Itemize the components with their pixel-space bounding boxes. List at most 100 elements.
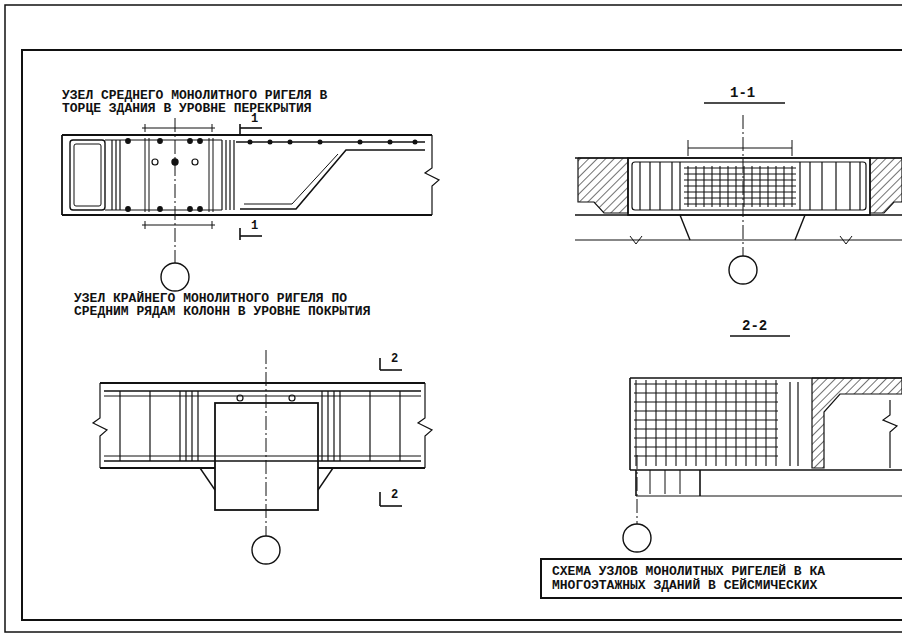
slab-hatch: [578, 158, 628, 213]
stirrup: [789, 382, 790, 466]
dim-tick: [212, 221, 213, 229]
section-mark: [240, 235, 262, 237]
mesh-bar: [634, 410, 778, 411]
stirrup: [197, 391, 198, 461]
beam-edge: [100, 382, 425, 384]
bolt-hole: [152, 159, 158, 165]
rebar: [104, 460, 421, 461]
stirrup: [179, 391, 180, 461]
section-1-1: [575, 103, 902, 284]
rebar-dot: [126, 139, 130, 143]
section-mark: [380, 369, 402, 371]
rebar: [149, 138, 150, 212]
rebar-dot: [198, 139, 202, 143]
section-mark: [380, 505, 402, 507]
stirrup: [671, 162, 672, 210]
stirrup: [321, 391, 322, 461]
rebar: [115, 140, 116, 210]
column-edge: [699, 470, 701, 496]
rebar: [104, 390, 421, 391]
inner-frame: [22, 50, 902, 620]
stirrup: [185, 391, 186, 461]
mesh-bar: [634, 437, 778, 438]
bolt-hole: [192, 159, 198, 165]
beam-outline: [628, 158, 870, 215]
column-node-detail: [93, 350, 432, 564]
rebar-dot: [413, 140, 417, 144]
mesh-bar: [684, 203, 796, 204]
haunch: [680, 215, 690, 240]
mesh-bar: [634, 392, 778, 393]
slab-hatch: [870, 158, 902, 213]
stirrup: [119, 391, 120, 461]
section-number: 1: [249, 113, 260, 125]
top-rebar: [236, 141, 425, 143]
axis-bubble: [161, 263, 189, 291]
stirrup: [659, 162, 660, 210]
node-title: УЗЕЛ СРЕДНЕГО МОНОЛИТНОГО РИГЕЛЯ В ТОРЦЕ…: [60, 89, 344, 115]
beam-bottom: [630, 469, 902, 471]
rebar: [650, 470, 651, 494]
outer-frame: [5, 5, 902, 632]
rebar: [105, 210, 222, 211]
stirrup: [191, 391, 192, 461]
stirrup: [339, 391, 340, 461]
stirrup: [859, 162, 860, 210]
rebar-dot: [318, 140, 322, 144]
mesh-bar: [634, 419, 778, 420]
rebar: [680, 470, 681, 494]
mesh-bar: [634, 383, 778, 384]
rebar: [145, 138, 146, 212]
dim-tick: [688, 140, 689, 156]
rebar: [111, 140, 112, 210]
rebar-dot: [288, 140, 292, 144]
section-number: 2: [389, 489, 400, 501]
mesh-bar: [684, 173, 796, 174]
rebar-cage: [632, 162, 866, 210]
axis-bubble: [729, 256, 757, 284]
dimension-line: [142, 128, 215, 129]
section-number: 2: [389, 353, 400, 365]
slab-hatch: [812, 378, 902, 468]
beam-edge: [62, 134, 432, 136]
stirrup: [70, 140, 105, 210]
dim-tick: [145, 221, 146, 229]
dim-tick: [145, 124, 146, 132]
section-mark: [239, 228, 241, 240]
mesh-bar: [684, 191, 796, 192]
stirrup: [797, 382, 798, 466]
floor-line: [575, 239, 902, 240]
mesh-bar: [634, 428, 778, 429]
haunch: [200, 468, 215, 490]
haunch: [795, 215, 805, 240]
bolt-hole: [237, 395, 243, 401]
break-line: [425, 135, 439, 215]
axis-bubble: [623, 524, 651, 552]
beam-edge: [61, 135, 63, 215]
dim-tick: [792, 140, 793, 156]
break-mark: [840, 236, 852, 244]
dim-tick: [212, 124, 213, 132]
mesh-bar: [634, 446, 778, 447]
stirrup: [74, 144, 101, 206]
break-mark: [630, 236, 642, 244]
rebar-dot: [188, 207, 192, 211]
dimension-line: [688, 148, 792, 149]
rebar-dot: [126, 207, 130, 211]
break-line: [883, 400, 897, 468]
mesh-bar: [684, 167, 796, 168]
sheet-frame: [5, 5, 902, 632]
stirrup: [149, 391, 150, 461]
rebar-dot: [248, 140, 252, 144]
rebar: [233, 140, 234, 210]
rebar: [221, 140, 222, 210]
section-title: 2-2: [740, 319, 769, 333]
stirrup: [809, 162, 810, 210]
title-block: СХЕМА УЗЛОВ МОНОЛИТНЫХ РИГЕЛЕЙ В КА МНОГ…: [540, 558, 902, 599]
axis-line: [637, 455, 638, 524]
stirrup: [369, 391, 370, 461]
title-underline: [704, 102, 785, 104]
rebar-dot: [388, 140, 392, 144]
stirrup: [849, 162, 850, 210]
rebar: [209, 138, 210, 212]
